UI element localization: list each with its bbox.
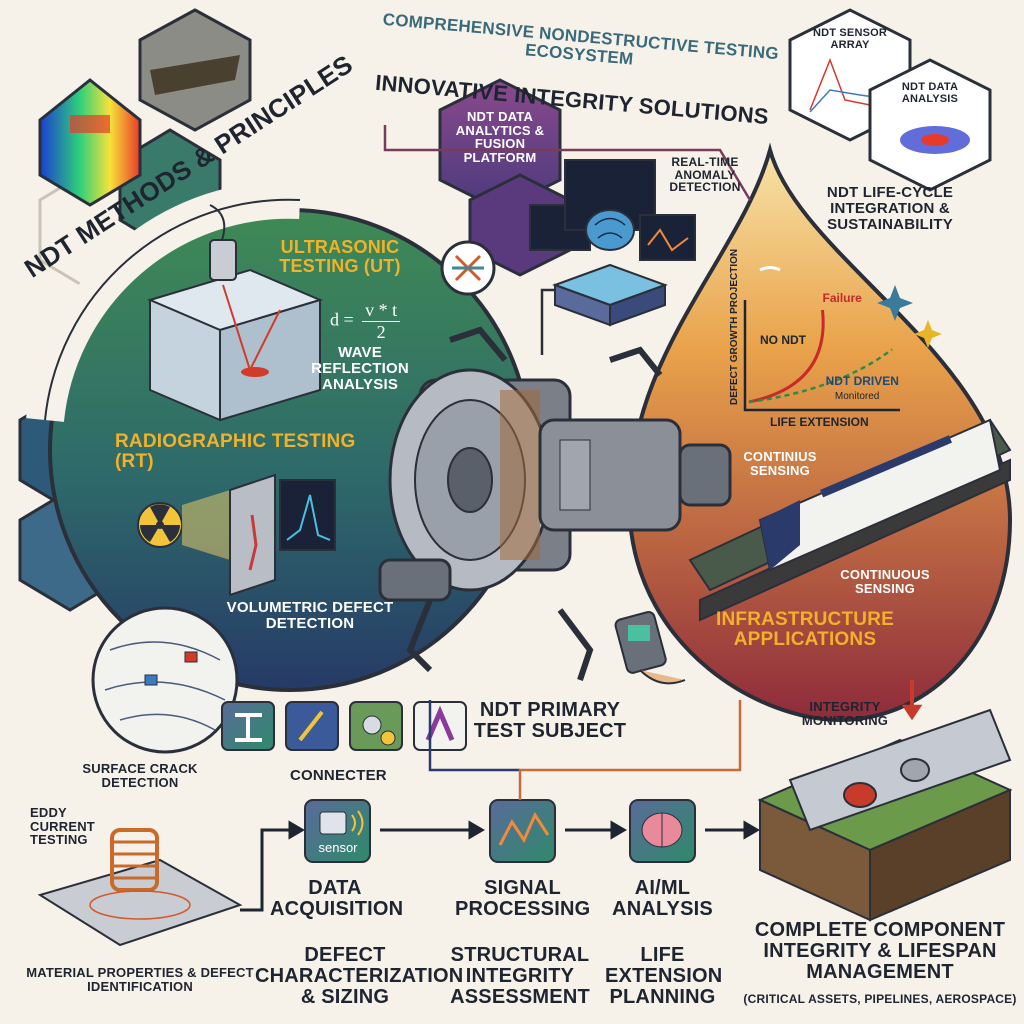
ndt-driven-curve <box>748 348 893 404</box>
step-2-label: SIGNAL PROCESSING <box>455 877 591 920</box>
infrastructure-label: INFRASTRUCTURE APPLICATIONS <box>715 609 894 650</box>
surface-crack-detail <box>91 606 239 754</box>
step-3-label: AI/ML ANALYSIS <box>612 877 713 920</box>
ut-formula: d = v * t 2 <box>330 300 401 343</box>
no-ndt-label: NO NDT <box>760 333 807 347</box>
integrity-label: INTEGRITY MONITORING <box>801 699 889 728</box>
composite-texture-hex <box>138 8 252 132</box>
connector-label: CONNECTER <box>290 767 387 784</box>
handheld-probe <box>614 611 686 685</box>
chart-xlabel: LIFE EXTENSION <box>770 415 869 429</box>
step-3-sub: LIFE EXTENSION PLANNING <box>605 944 723 1008</box>
rt-title: RADIOGRAPHIC TESTING (RT) <box>115 431 356 472</box>
sensor-chip-text: sensor <box>318 840 358 855</box>
sparkle-icon <box>877 285 942 348</box>
step-1-label: DATA ACQUISITION <box>270 877 404 920</box>
chart-axes <box>743 300 900 412</box>
ai-brain-chip <box>629 799 696 863</box>
ndt-driven-label: NDT DRIVEN <box>826 374 899 388</box>
volumetric-label: VOLUMETRIC DEFECT DETECTION <box>226 599 394 632</box>
eddy-coil <box>37 828 243 947</box>
connector-lines <box>383 125 923 800</box>
primary-label: NDT PRIMARY TEST SUBJECT <box>473 699 627 742</box>
analytics-label: NDT DATA ANALYTICS & FUSION PLATFORM <box>455 109 545 165</box>
step-1-sub: DEFECT CHARACTERIZATION & SIZING <box>255 944 464 1008</box>
final-label: COMPLETE COMPONENT INTEGRITY & LIFESPAN … <box>754 919 1006 983</box>
radiation-icon <box>137 490 230 560</box>
wave-label: WAVE REFLECTION ANALYSIS <box>311 344 409 393</box>
no-ndt-curve <box>748 309 825 404</box>
rail-infrastructure <box>688 418 1012 622</box>
monitored-label: Monitored <box>835 391 879 402</box>
ut-title: ULTRASONIC TESTING (UT) <box>279 237 401 276</box>
material-label: MATERIAL PROPERTIES & DEFECT IDENTIFICAT… <box>26 965 254 994</box>
anomaly-label: REAL-TIME ANOMALY DETECTION <box>669 155 741 195</box>
surface-label: SURFACE CRACK DETECTION <box>82 761 198 790</box>
radiograph-plate <box>229 473 336 597</box>
continius-label: CONTINIUS SENSING <box>743 449 817 478</box>
thermal-image-hex <box>38 78 142 207</box>
pipeline-cutaway <box>757 708 1013 922</box>
data-analysis-hex <box>868 58 992 192</box>
signal-icon <box>489 799 556 863</box>
data-analysis-label: NDT DATA ANALYSIS <box>901 81 959 105</box>
sensor-array-label: NDT SENSOR ARRAY <box>812 27 888 51</box>
ultrasonic-block <box>147 204 323 422</box>
pipeline-arrows <box>240 820 760 912</box>
sensor-icon <box>304 799 371 863</box>
method-chips <box>221 701 467 751</box>
failure-label: Failure <box>823 291 863 305</box>
step-2-sub: STRUCTURAL INTEGRITY ASSESSMENT <box>450 944 590 1008</box>
arrows-icon <box>440 240 496 296</box>
final-sub: (CRITICAL ASSETS, PIPELINES, AEROSPACE) <box>743 992 1017 1006</box>
turbine-engine <box>378 326 732 681</box>
chart-ylabel: DEFECT GROWTH PROJECTION <box>729 249 740 405</box>
lifecycle-title: NDT LIFE-CYCLE INTEGRATION & SUSTAINABIL… <box>826 184 954 233</box>
eddy-label: EDDY CURRENT TESTING <box>30 805 95 848</box>
brain-icon <box>585 209 635 251</box>
continuous-label: CONTINUOUS SENSING <box>840 567 930 596</box>
